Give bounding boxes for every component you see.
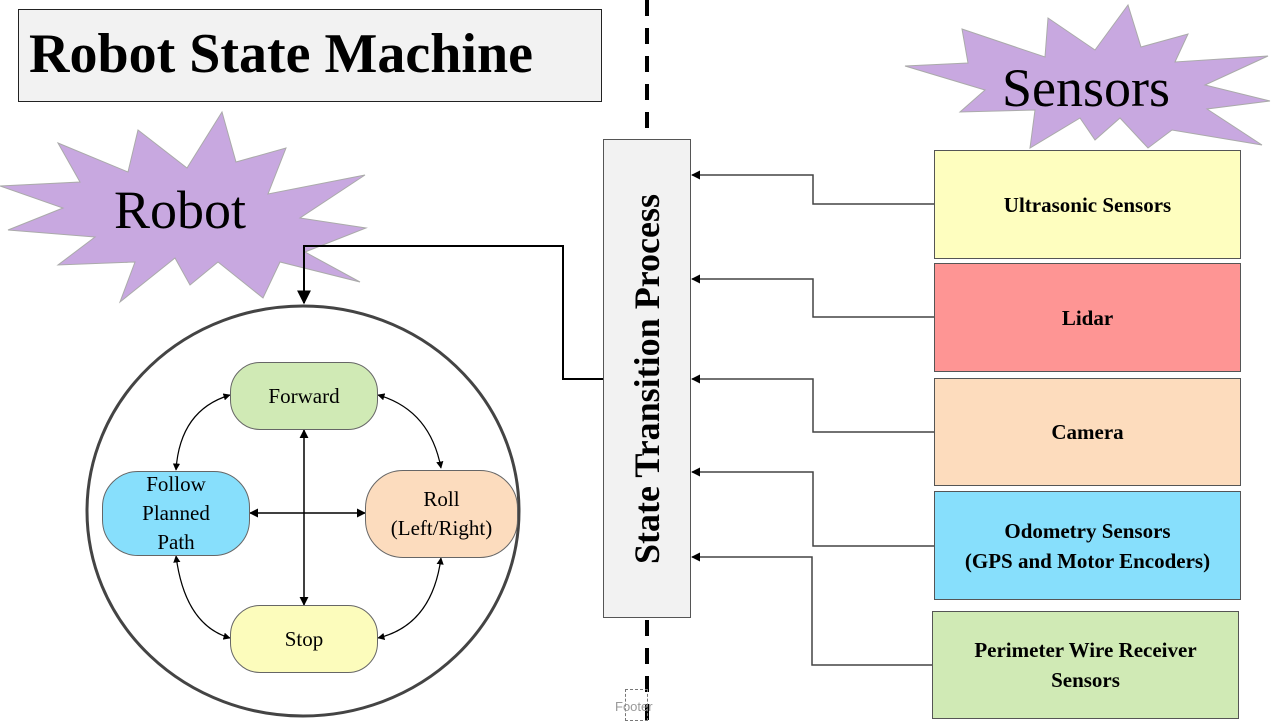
state-stop: Stop — [230, 605, 378, 673]
footer-placeholder-box[interactable] — [625, 689, 648, 721]
sensor-perimeter-line-1: Perimeter Wire Receiver — [974, 638, 1197, 662]
state-follow-planned-path: Follow Planned Path — [102, 471, 250, 556]
connector-lidar — [691, 274, 934, 318]
state-roll-line-2: (Left/Right) — [390, 516, 493, 540]
state-roll: Roll (Left/Right) — [365, 470, 518, 558]
process-to-robot-connector — [297, 245, 603, 380]
robot-burst-label: Robot — [114, 180, 247, 240]
state-follow-line-2: Planned — [142, 501, 210, 525]
state-transition-process-label: State Transition Process — [627, 193, 667, 564]
state-forward-label: Forward — [268, 383, 340, 408]
sensor-perimeter-line-2: Sensors — [1051, 668, 1120, 692]
connector-camera — [691, 374, 934, 433]
state-follow-line-3: Path — [157, 530, 195, 554]
sensors-burst-shape — [904, 3, 1271, 149]
transition-forward-follow — [172, 393, 231, 471]
sensor-lidar-label: Lidar — [1061, 305, 1114, 330]
robot-state-circle — [85, 304, 521, 718]
sensor-camera-label: Camera — [1051, 420, 1124, 444]
sensors-burst-label: Sensors — [1002, 58, 1171, 118]
sensor-perimeter-wire: Perimeter Wire Receiver Sensors — [932, 611, 1239, 719]
sensor-odometry-line-2: (GPS and Motor Encoders) — [964, 548, 1211, 573]
state-follow-line-1: Follow — [146, 472, 206, 496]
state-transition-process-box: State Transition Process — [603, 139, 691, 618]
transition-forward-roll — [377, 393, 444, 469]
connector-perimeter — [691, 552, 932, 666]
sensor-ultrasonic: Ultrasonic Sensors — [934, 150, 1241, 259]
connector-ultrasonic — [691, 170, 934, 205]
sensor-odometry-line-1: Odometry Sensors — [1004, 518, 1171, 543]
transition-follow-stop — [173, 555, 231, 640]
sensor-camera: Camera — [934, 378, 1241, 486]
state-forward: Forward — [230, 362, 378, 430]
state-stop-label: Stop — [284, 626, 324, 651]
footer-placeholder-text: Footer — [615, 699, 653, 714]
title-box: Robot State Machine — [18, 9, 602, 102]
robot-burst-shape — [0, 110, 368, 304]
page-title: Robot State Machine — [29, 23, 533, 85]
state-roll-line-1: Roll — [423, 487, 460, 511]
sensor-lidar: Lidar — [934, 263, 1241, 372]
transition-roll-stop — [377, 557, 444, 640]
connector-odometry — [691, 467, 934, 547]
sensor-odometry: Odometry Sensors (GPS and Motor Encoders… — [934, 491, 1241, 600]
sensor-ultrasonic-label: Ultrasonic Sensors — [1003, 192, 1172, 217]
